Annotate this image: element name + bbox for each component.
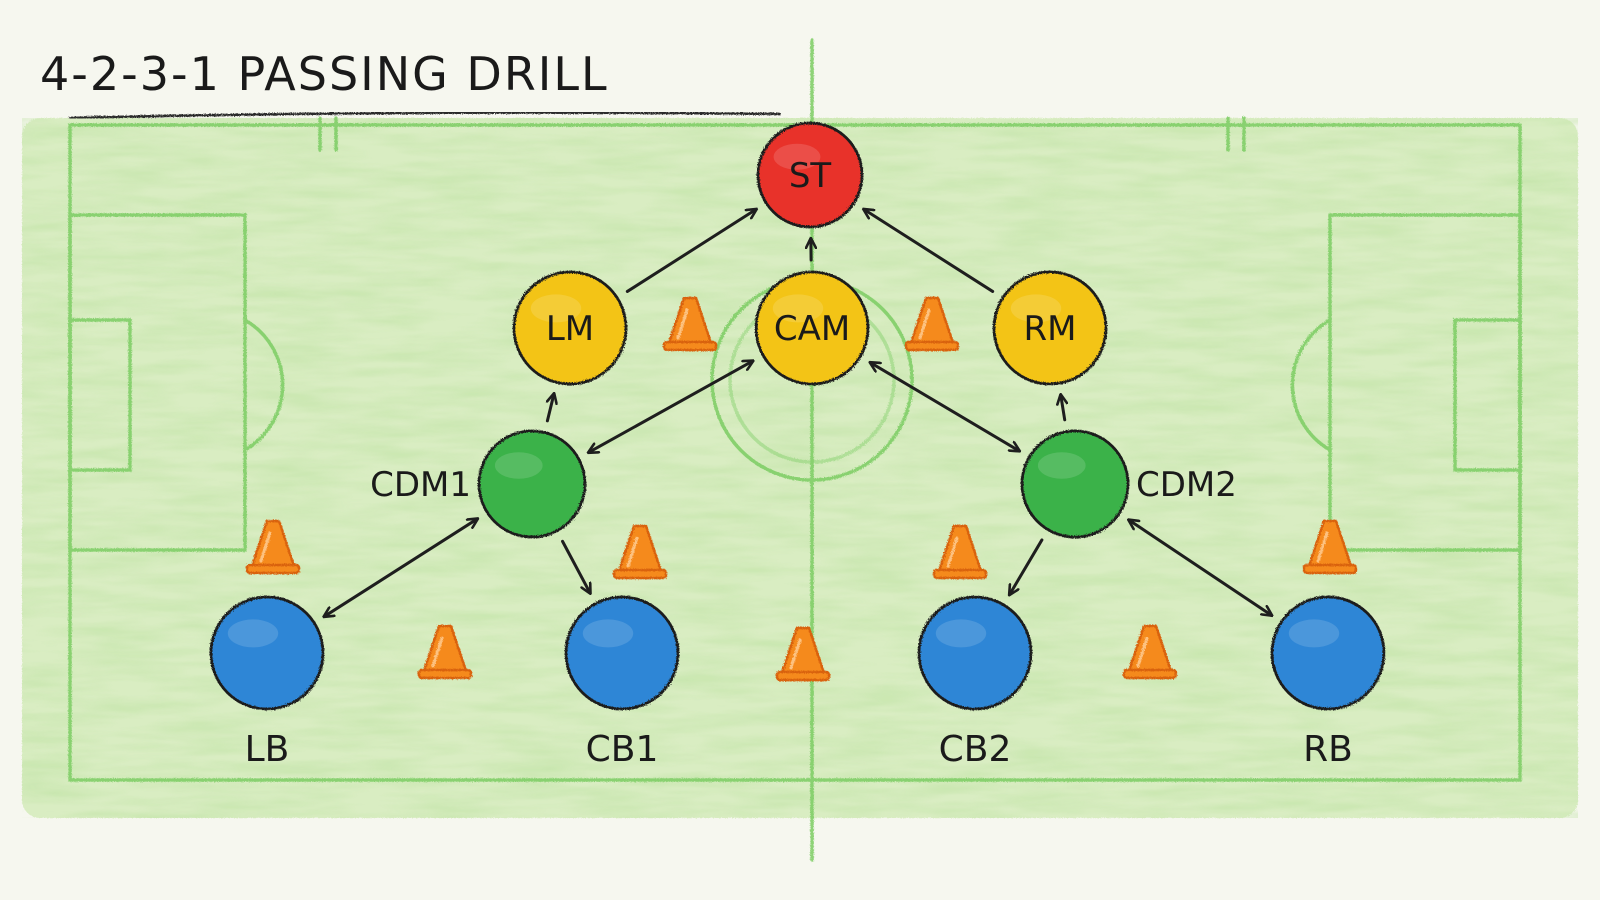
player-label: CB2 [939, 729, 1012, 770]
cone-base [417, 668, 473, 680]
player-marker [512, 270, 628, 386]
player-marker-shine [494, 452, 543, 479]
player-cam: CAM [754, 270, 870, 386]
player-label: CDM2 [1136, 465, 1237, 505]
pass-arrow-cdm2-rb [1129, 520, 1271, 615]
training-cone [662, 296, 718, 352]
player-marker [917, 595, 1033, 711]
cone-base [904, 340, 960, 352]
training-cone [1122, 624, 1178, 680]
cone-base [775, 670, 831, 682]
player-marker-shine [582, 619, 634, 648]
cone-highlight [676, 308, 689, 340]
cone-base [1122, 668, 1178, 680]
player-marker [756, 121, 864, 229]
player-label: RM [1024, 309, 1077, 349]
cone-highlight [1316, 531, 1329, 563]
player-marker [992, 270, 1108, 386]
player-rb: RB [1270, 595, 1386, 770]
cone-base [932, 568, 988, 580]
player-marker-shine [773, 143, 821, 170]
pass-arrow-lb-cdm1 [324, 519, 477, 616]
cone-highlight [259, 531, 272, 563]
pass-arrow-cdm2-cb2 [1010, 538, 1044, 595]
training-cone [775, 626, 831, 682]
title-group: 4-2-3-1 PASSING DRILL [40, 47, 782, 120]
training-cones [245, 296, 1358, 682]
player-rm: RM [992, 270, 1108, 386]
right-penalty-arc [1290, 318, 1332, 452]
player-cdm1: CDM1 [370, 429, 587, 539]
left-goal-box [68, 318, 132, 472]
player-marker-shine [227, 619, 279, 648]
training-cone [417, 624, 473, 680]
training-cone [245, 519, 301, 575]
player-label: RB [1303, 729, 1353, 770]
player-marker [209, 595, 325, 711]
player-marker [477, 429, 587, 539]
player-label: LB [245, 729, 290, 770]
player-label: CDM1 [370, 465, 471, 505]
player-marker [754, 270, 870, 386]
player-lm: LM [512, 270, 628, 386]
pass-arrow-cdm1-cam [589, 361, 753, 452]
player-lb: LB [209, 595, 325, 770]
player-st: ST [756, 121, 864, 229]
player-marker-shine [772, 294, 824, 323]
pass-arrow-cdm1-cb1 [561, 539, 590, 593]
player-cdm2: CDM2 [1020, 429, 1237, 539]
pass-arrow-rm-st [864, 209, 995, 293]
cone-base [612, 568, 668, 580]
player-marker-shine [1288, 619, 1340, 648]
cone-highlight [626, 536, 639, 568]
cone-highlight [431, 636, 444, 668]
cone-base [1302, 563, 1358, 575]
player-marker-shine [530, 294, 582, 323]
training-cone [904, 296, 960, 352]
pass-arrow-lm-st [625, 209, 756, 293]
title-underline [68, 111, 782, 120]
pass-arrow-cdm1-lm [547, 394, 554, 423]
pass-arrow-cam-cdm2 [870, 363, 1019, 451]
cone-highlight [1136, 636, 1149, 668]
drill-title: 4-2-3-1 PASSING DRILL [40, 47, 609, 101]
training-cone [612, 524, 668, 580]
player-marker-shine [1037, 452, 1086, 479]
player-cb2: CB2 [917, 595, 1033, 770]
cone-base [662, 340, 718, 352]
pass-arrow-cdm2-rm [1061, 395, 1065, 422]
pass-arrows [324, 209, 1271, 616]
player-marker [564, 595, 680, 711]
cone-highlight [789, 638, 802, 670]
player-marker [1020, 429, 1130, 539]
player-cb1: CB1 [564, 595, 680, 770]
cone-highlight [946, 536, 959, 568]
cone-base [245, 563, 301, 575]
player-label: CB1 [586, 729, 659, 770]
training-cone [932, 524, 988, 580]
cone-highlight [918, 308, 931, 340]
player-marker-shine [1010, 294, 1062, 323]
player-marker [1270, 595, 1386, 711]
player-marker-shine [935, 619, 987, 648]
training-cone [1302, 519, 1358, 575]
player-label: LM [546, 309, 594, 349]
right-goal-box [1453, 318, 1522, 472]
player-label: CAM [774, 309, 850, 349]
left-penalty-arc [243, 318, 285, 452]
player-label: ST [789, 156, 832, 196]
